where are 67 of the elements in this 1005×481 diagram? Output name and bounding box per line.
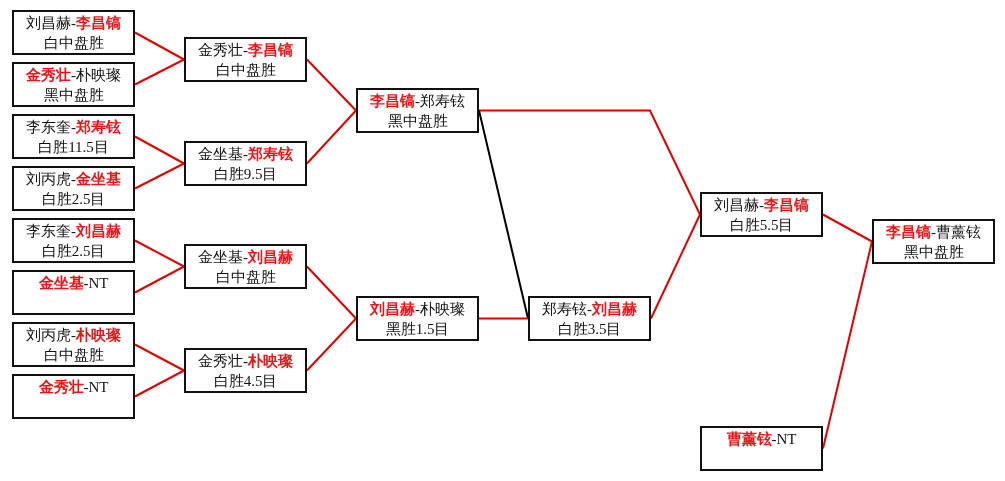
player-names: 金坐基-刘昌赫: [198, 248, 293, 267]
match-box: [12, 374, 135, 419]
player-names: 金坐基-郑寿铉: [198, 145, 293, 164]
match-box: [872, 219, 995, 264]
player-names: 李东奎-刘昌赫: [26, 222, 121, 241]
bracket-line: [134, 369, 185, 398]
match-box: [184, 141, 307, 186]
result-text: 白胜2.5目: [41, 242, 106, 261]
result-text: 白胜9.5目: [213, 165, 278, 184]
bracket-line: [306, 265, 357, 320]
match-box: [12, 114, 135, 159]
match-box: [184, 244, 307, 289]
player-names: 金秀壮-李昌镐: [198, 41, 293, 60]
result-text: 黑中盘胜: [387, 112, 448, 131]
result-text: 白中盘胜: [43, 34, 104, 53]
match-box: [12, 218, 135, 263]
bracket-line: [306, 58, 357, 112]
match-box: [356, 88, 479, 133]
result-text: 黑中盘胜: [43, 86, 104, 105]
bracket-line: [306, 109, 357, 165]
match-box: [12, 166, 135, 211]
bracket-line: [134, 343, 185, 372]
bracket-line: [822, 213, 873, 243]
player-names: 刘昌赫-李昌镐: [26, 14, 121, 33]
player-names: 刘丙虎-金坐基: [26, 170, 121, 189]
match-box: [184, 348, 307, 393]
bracket-line: [478, 109, 701, 216]
player-names: 刘昌赫-朴映璨: [370, 300, 465, 319]
result-text: 白中盘胜: [43, 346, 104, 365]
result-text: 白中盘胜: [215, 268, 276, 287]
result-text: 白胜11.5目: [38, 138, 109, 157]
bracket-line: [306, 317, 357, 372]
match-box: [356, 296, 479, 341]
bracket-line: [134, 162, 185, 190]
player-names: 金秀壮-朴映璨: [26, 66, 121, 85]
result-text: 白胜5.5目: [729, 216, 794, 235]
bracket-line: [134, 265, 185, 294]
player-names: 金坐基-NT: [38, 274, 109, 293]
match-box: [12, 270, 135, 315]
result-text: 黑胜1.5目: [385, 320, 450, 339]
result-text: 白中盘胜: [215, 61, 276, 80]
player-names: 郑寿铉-刘昌赫: [542, 300, 637, 319]
bracket-line: [134, 135, 185, 165]
result-text: 白胜3.5目: [557, 320, 622, 339]
match-box: [12, 10, 135, 55]
match-box: [700, 426, 823, 471]
player-names: 李昌镐-曹薰铉: [886, 223, 981, 242]
player-names: 金秀壮-NT: [38, 378, 109, 397]
player-names: 李昌镐-郑寿铉: [370, 92, 465, 111]
player-names: 刘昌赫-李昌镐: [714, 196, 809, 215]
match-box: [700, 192, 823, 237]
result-text: 白胜2.5目: [41, 190, 106, 209]
match-box: [528, 296, 651, 341]
player-names: 刘丙虎-朴映璨: [26, 326, 121, 345]
bracket-line: [134, 31, 185, 61]
match-box: [184, 37, 307, 82]
player-names: 李东奎-郑寿铉: [26, 118, 121, 137]
match-box: [12, 322, 135, 367]
match-box: [12, 62, 135, 107]
bracket-line: [134, 58, 185, 86]
result-text: 白胜4.5目: [213, 372, 278, 391]
bracket-line: [478, 317, 529, 320]
player-names: 曹薰铉-NT: [726, 430, 797, 449]
player-names: 金秀壮-朴映璨: [198, 352, 293, 371]
bracket-line: [134, 239, 185, 268]
result-text: 黑中盘胜: [903, 243, 964, 262]
bracket-line: [650, 213, 701, 320]
